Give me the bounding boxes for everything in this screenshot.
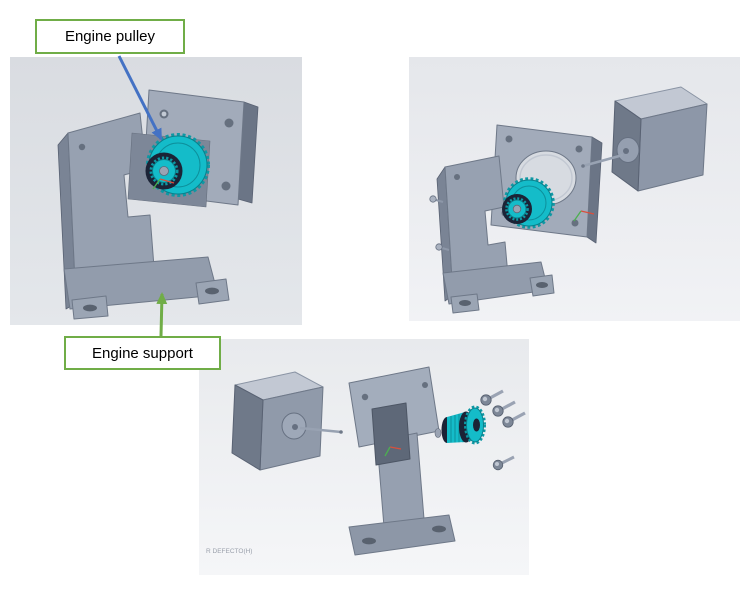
motor-mount-plate bbox=[490, 124, 603, 244]
axis-triad-icon bbox=[152, 178, 175, 190]
cad-view-exploded-pulley: R DEFECTO(H) bbox=[199, 339, 529, 575]
engine-pulley bbox=[502, 177, 555, 229]
engine-motor bbox=[231, 371, 343, 471]
engine-pulley bbox=[434, 405, 486, 445]
axis-triad-icon bbox=[384, 446, 402, 457]
screws bbox=[480, 389, 526, 471]
cad-scene-assembled bbox=[10, 57, 302, 325]
mounting-screws bbox=[429, 195, 450, 252]
pulley-callout-label: Engine pulley bbox=[64, 28, 156, 45]
cad-view-assembled bbox=[10, 57, 302, 325]
viewport-watermark: R DEFECTO(H) bbox=[206, 548, 252, 555]
support-callout-label: Engine support bbox=[92, 344, 193, 362]
axis-triad-icon bbox=[573, 210, 595, 222]
pulley-callout-box: Engine pulley bbox=[35, 19, 185, 54]
cad-view-exploded-motor bbox=[409, 57, 740, 321]
cad-scene-exploded-motor bbox=[409, 57, 740, 321]
cad-scene-exploded-pulley: R DEFECTO(H) bbox=[199, 339, 529, 575]
support-callout-box: Engine support bbox=[64, 336, 221, 370]
engine-motor bbox=[581, 86, 708, 192]
